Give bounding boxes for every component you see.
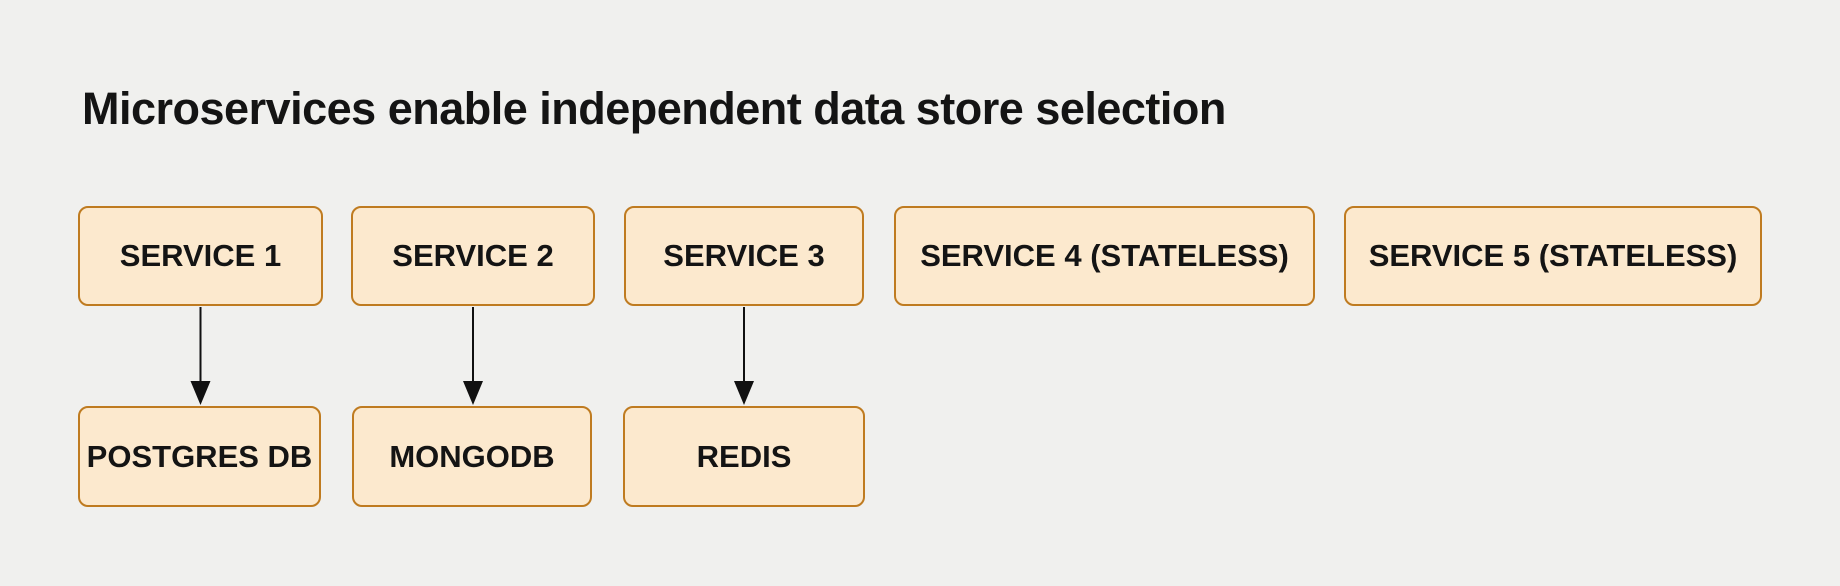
node-label-service-3: SERVICE 3 xyxy=(663,238,825,273)
node-postgres-db: POSTGRES DB xyxy=(78,406,321,507)
node-label-redis: REDIS xyxy=(696,438,792,474)
arrow-head-service-3-to-redis xyxy=(734,381,754,405)
node-service-1: SERVICE 1 xyxy=(78,206,323,306)
node-label-service-2: SERVICE 2 xyxy=(392,238,554,273)
node-service-4: SERVICE 4 (STATELESS) xyxy=(894,206,1315,306)
node-label-service-1: SERVICE 1 xyxy=(119,238,282,273)
node-label-service-4: SERVICE 4 (STATELESS) xyxy=(920,238,1289,273)
node-label-service-5: SERVICE 5 (STATELESS) xyxy=(1368,238,1738,273)
node-redis: REDIS xyxy=(623,406,865,507)
arrow-head-service-2-to-mongodb xyxy=(463,381,483,405)
arrow-head-service-1-to-postgres-db xyxy=(190,381,211,405)
diagram-title: Microservices enable independent data st… xyxy=(82,83,1226,134)
node-service-5: SERVICE 5 (STATELESS) xyxy=(1344,206,1762,306)
node-service-2: SERVICE 2 xyxy=(351,206,595,306)
node-label-mongodb: MONGODB xyxy=(389,438,555,474)
node-label-postgres-db: POSTGRES DB xyxy=(86,438,313,474)
node-service-3: SERVICE 3 xyxy=(624,206,864,306)
node-mongodb: MONGODB xyxy=(352,406,592,507)
